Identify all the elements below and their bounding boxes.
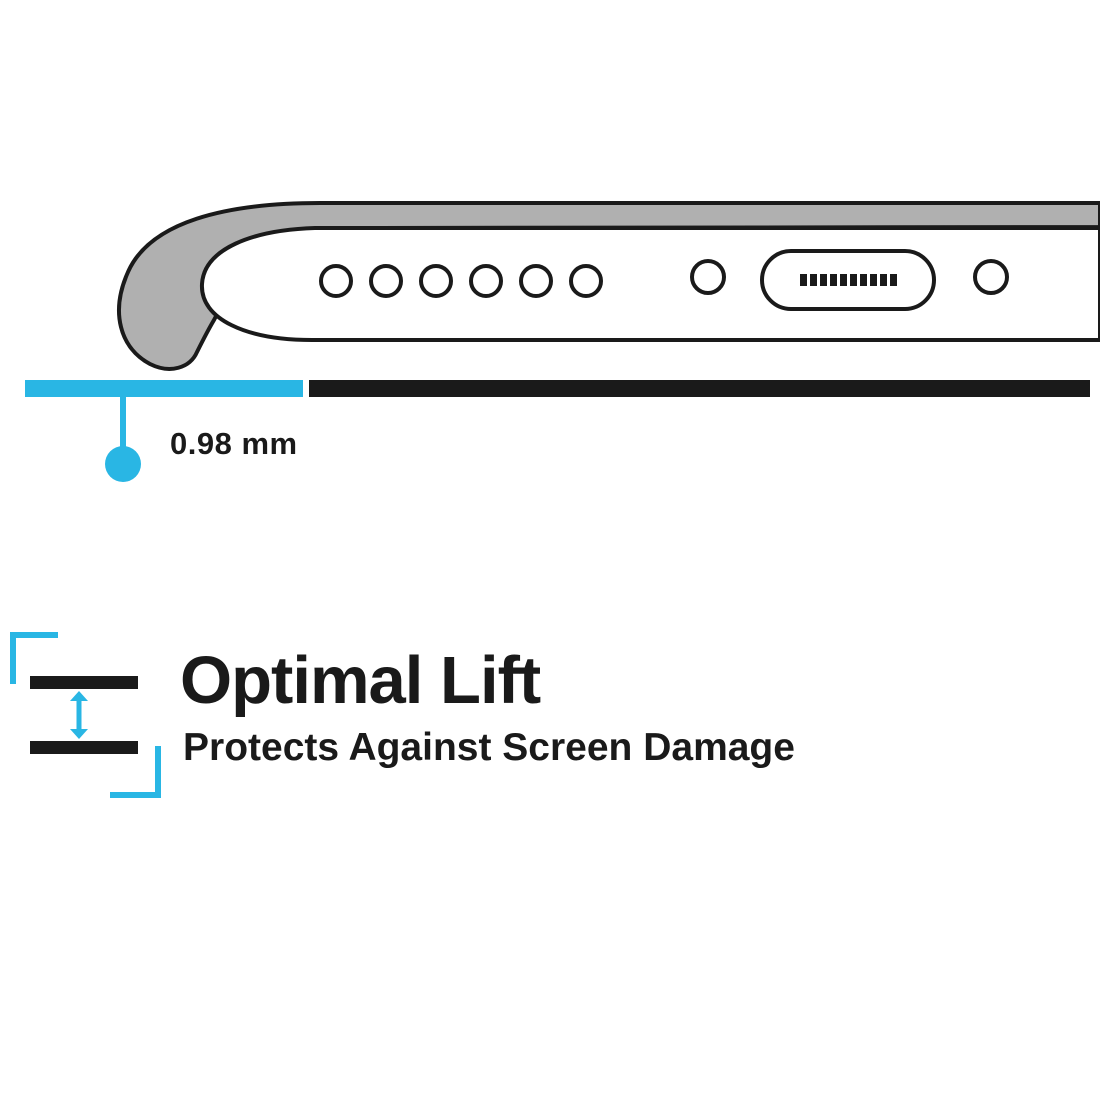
feature-subtitle: Protects Against Screen Damage: [183, 726, 795, 769]
lift-bar-top: [30, 676, 138, 689]
optimal-lift-icon: [10, 632, 161, 798]
screw-hole-icon: [973, 259, 1009, 295]
bracket-bottom-right-icon: [110, 746, 161, 798]
lift-bar-bottom: [30, 741, 138, 754]
double-vertical-arrow-icon: [70, 691, 88, 739]
measure-bar-dark: [309, 380, 1090, 397]
mic-hole-icon: [690, 259, 726, 295]
speaker-hole-icon: [369, 264, 403, 298]
speaker-hole-icon: [419, 264, 453, 298]
measure-drop-line: [120, 397, 126, 449]
lift-measurement-value: 0.98 mm: [170, 426, 298, 461]
speaker-hole-icon: [569, 264, 603, 298]
measure-pin-icon: [105, 446, 141, 482]
lift-measurement: [25, 380, 1090, 482]
feature-title: Optimal Lift: [180, 643, 541, 718]
speaker-hole-icon: [319, 264, 353, 298]
speaker-hole-icon: [519, 264, 553, 298]
measure-bar-accent: [25, 380, 303, 397]
phone-case-illustration: [117, 201, 1100, 371]
charging-port-icon: [760, 249, 936, 311]
bracket-top-left-icon: [10, 632, 58, 684]
speaker-hole-icon: [469, 264, 503, 298]
speaker-hole-row-icon: [319, 264, 603, 298]
